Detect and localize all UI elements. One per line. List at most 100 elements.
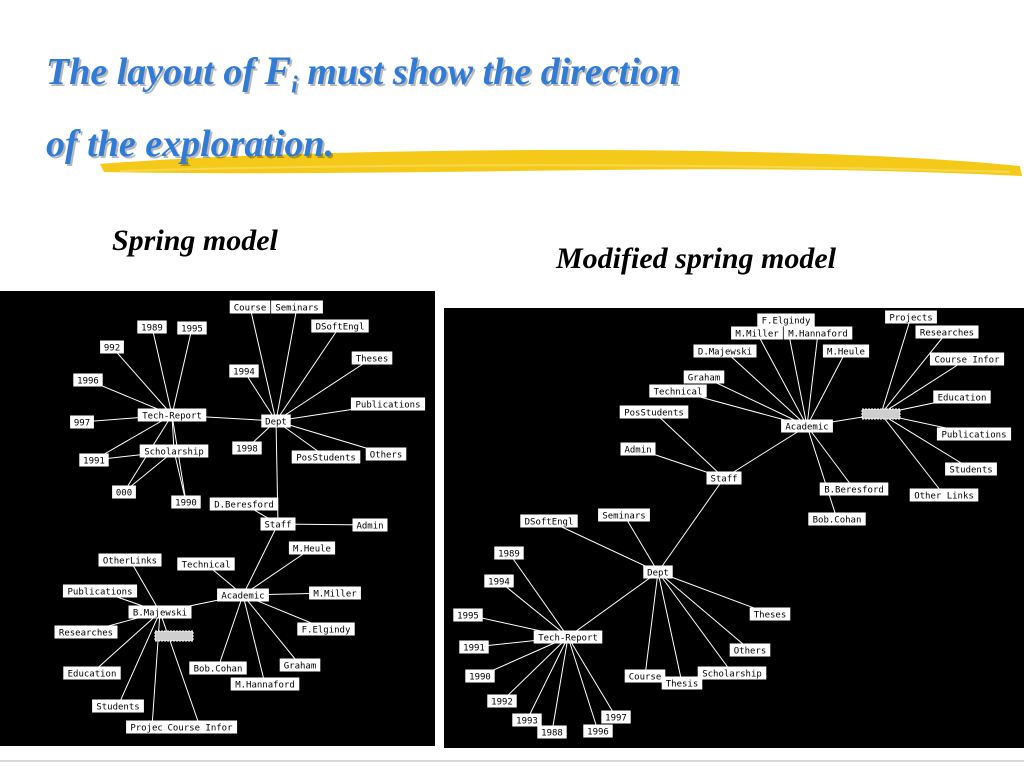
graph-node: Education [63, 666, 121, 680]
graph-node-label: 997 [74, 418, 90, 428]
graph-node-label: Academic [785, 422, 828, 432]
graph-node: M.Miller [309, 586, 361, 600]
graph-edge [123, 450, 175, 493]
graph-node: Course Infor [162, 720, 238, 734]
graph-node-label: 000 [116, 488, 132, 498]
graph-node: Tech-Report [533, 630, 603, 644]
graph-node-box [520, 514, 578, 528]
graph-node-box [619, 405, 689, 419]
graph-node-label: Students [949, 465, 992, 475]
graph-node-label: Seminars [602, 511, 645, 521]
graph-node: 1989 [494, 546, 524, 560]
slide-title: The layout of Fi must show the direction… [46, 42, 926, 173]
graph-node: Bob.Cohan [189, 661, 247, 675]
graph-node: DSoftEngl [520, 514, 578, 528]
graph-node-box [137, 320, 167, 334]
graph-node: Scholarship [697, 666, 767, 680]
modified-spring-model-hub-node [861, 408, 901, 420]
right-caption: Modified spring model [556, 242, 837, 275]
graph-node-label: Graham [688, 373, 721, 383]
graph-node: D.Beresford [209, 497, 279, 511]
graph-node: Publications [936, 427, 1012, 441]
graph-node-box [915, 325, 979, 339]
graph-node-box [351, 351, 393, 365]
graph-edge [91, 611, 161, 674]
graph-node-box [487, 694, 517, 708]
graph-edge [723, 425, 808, 479]
graph-node-box [311, 319, 369, 333]
graph-node-box [352, 518, 388, 532]
graph-node-box [783, 326, 853, 340]
graph-node-label: Researches [59, 628, 113, 638]
graph-node-box [229, 300, 271, 314]
graph-node-box [537, 725, 567, 739]
graph-node-label: M.Heule [293, 544, 331, 554]
graph-node-label: 1990 [175, 498, 197, 508]
graph-node-box [731, 326, 783, 340]
graph-node-label: M.Hannaford [788, 329, 848, 339]
graph-edge [501, 636, 569, 702]
graph-node-label: M.Miller [313, 589, 357, 599]
graph-node-label: Students [96, 702, 139, 712]
graph-node-label: DSoftEngl [525, 517, 574, 527]
graph-node: Students [92, 699, 144, 713]
graph-node: 1995 [177, 321, 207, 335]
graph-node: Bob.Cohan [808, 512, 866, 526]
graph-node-label: 1996 [587, 727, 609, 737]
graph-node-label: 1990 [469, 672, 491, 682]
footer-divider [0, 760, 1024, 762]
graph-node: Theses [351, 351, 393, 365]
graph-edge [275, 325, 341, 422]
graph-node-label: PosStudents [296, 453, 356, 463]
graph-node-label: 1989 [498, 549, 520, 559]
graph-node: PosStudents [619, 405, 689, 419]
graph-node-box [624, 669, 666, 683]
graph-node: M.Miller [731, 326, 783, 340]
graph-node-box [459, 640, 489, 654]
graph-node-label: 1988 [541, 728, 563, 738]
graph-edge [243, 370, 277, 422]
graph-node-label: 1995 [457, 611, 479, 621]
graph-node-label: F.Elgindy [762, 316, 811, 326]
graph-node-label: Theses [754, 610, 787, 620]
graph-node: Tech-Report [137, 408, 207, 422]
graph-node-label: Education [938, 393, 987, 403]
graph-node-label: 1995 [181, 324, 203, 334]
graph-node: M.Heule [822, 344, 870, 358]
graph-node-box [279, 658, 321, 672]
graph-node-box [177, 321, 207, 335]
graph-node-box [261, 414, 291, 428]
graph-node: Dept [261, 414, 291, 428]
graph-edge [657, 571, 683, 684]
graph-node-label: 1996 [77, 376, 99, 386]
graph-node-label: M.Hannaford [235, 680, 295, 690]
graph-node: 000 [112, 485, 136, 499]
graph-node: 1996 [73, 373, 103, 387]
graph-node-label: 992 [104, 343, 120, 353]
graph-node-label: 1989 [141, 323, 163, 333]
graph-node-label: Others [734, 646, 767, 656]
graph-edge [508, 552, 569, 638]
graph-node-label: B.Beresford [824, 485, 884, 495]
graph-node-box [936, 427, 1012, 441]
graph-node-box [128, 605, 192, 619]
graph-node: Projects [885, 310, 937, 324]
graph-node-label: Scholarship [144, 447, 204, 457]
graph-node: 1998 [232, 441, 262, 455]
graph-node: 1990 [465, 669, 495, 683]
graph-node-label: Staff [264, 520, 291, 530]
graph-node-label: DSoftEngl [316, 322, 365, 332]
graph-edge [111, 346, 173, 416]
graph-node: Admin [352, 518, 388, 532]
graph-node-label: Course Infor [934, 355, 1000, 365]
graph-node-box [98, 553, 162, 567]
graph-node-box [112, 485, 136, 499]
graph-node-box [819, 482, 889, 496]
graph-node: M.Hannaford [230, 677, 300, 691]
graph-edge [249, 306, 277, 422]
graph-node: 1994 [484, 574, 514, 588]
graph-node-label: OtherLinks [103, 556, 157, 566]
graph-edge [567, 636, 599, 732]
